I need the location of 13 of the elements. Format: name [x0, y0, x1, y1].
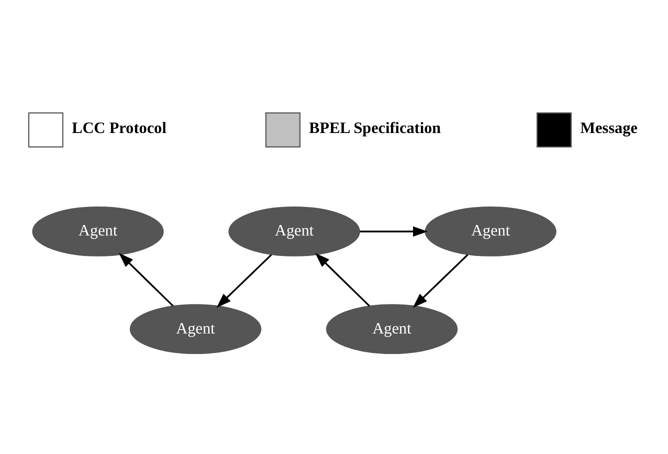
node-ellipse: Agent	[326, 304, 458, 354]
legend-label: BPEL Specification	[309, 119, 441, 136]
arrow	[412, 254, 468, 308]
node-ellipse: Agent	[424, 206, 556, 256]
legend-label: LCC Protocol	[72, 119, 166, 136]
node-ellipse: Agent	[130, 304, 262, 354]
arrow	[216, 254, 272, 308]
legend-label: Message	[580, 119, 638, 136]
node-ellipse: Agent	[32, 206, 164, 256]
arrow	[118, 252, 174, 306]
node-ellipse: Agent	[228, 206, 360, 256]
arrow	[360, 226, 428, 236]
arrow	[315, 252, 370, 306]
